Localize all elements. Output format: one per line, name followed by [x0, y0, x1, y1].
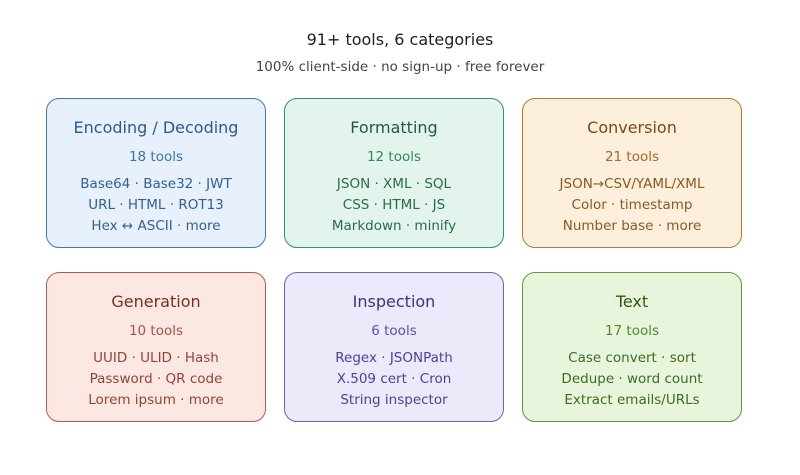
card-tool-list: JSON · XML · SQL CSS · HTML · JS Markdow… [285, 174, 503, 237]
card-tool-line: Extract emails/URLs [564, 392, 700, 408]
card-tool-line: CSS · HTML · JS [342, 197, 446, 213]
card-title: Inspection [352, 292, 436, 311]
card-tool-line: Base64 · Base32 · JWT [80, 176, 232, 192]
card-tool-line: URL · HTML · ROT13 [88, 197, 224, 213]
category-card-inspection[interactable]: Inspection 6 tools Regex · JSONPath X.50… [284, 272, 504, 422]
category-card-text[interactable]: Text 17 tools Case convert · sort Dedupe… [522, 272, 742, 422]
page-subtitle: 100% client-side · no sign-up · free for… [255, 59, 545, 75]
card-tool-line: Markdown · minify [331, 218, 457, 234]
card-tool-line: JSON · XML · SQL [336, 176, 452, 192]
card-title: Formatting [350, 118, 438, 137]
card-tool-count: 21 tools [604, 149, 660, 165]
card-tool-line: UUID · ULID · Hash [93, 350, 219, 366]
category-card-formatting[interactable]: Formatting 12 tools JSON · XML · SQL CSS… [284, 98, 504, 248]
card-tool-list: JSON→CSV/YAML/XML Color · timestamp Numb… [523, 174, 741, 237]
card-tool-count: 17 tools [604, 323, 660, 339]
card-title: Generation [111, 292, 201, 311]
card-tool-line: Case convert · sort [568, 350, 696, 366]
card-tool-list: Base64 · Base32 · JWT URL · HTML · ROT13… [47, 174, 265, 237]
card-tool-list: Case convert · sort Dedupe · word count … [523, 348, 741, 411]
category-card-generation[interactable]: Generation 10 tools UUID · ULID · Hash P… [46, 272, 266, 422]
card-tool-line: Color · timestamp [571, 197, 693, 213]
card-tool-line: Number base · more [562, 218, 702, 234]
card-title: Encoding / Decoding [73, 118, 239, 137]
card-tool-line: Lorem ipsum · more [88, 392, 224, 408]
page-title: 91+ tools, 6 categories [306, 30, 494, 49]
card-title: Conversion [587, 118, 677, 137]
card-tool-line: Password · QR code [89, 371, 223, 387]
card-tool-line: Hex ↔ ASCII · more [91, 218, 221, 234]
card-tool-count: 6 tools [371, 323, 417, 339]
card-tool-line: JSON→CSV/YAML/XML [559, 176, 705, 192]
category-card-encoding-decoding[interactable]: Encoding / Decoding 18 tools Base64 · Ba… [46, 98, 266, 248]
card-tool-list: UUID · ULID · Hash Password · QR code Lo… [47, 348, 265, 411]
card-tool-line: String inspector [340, 392, 448, 408]
category-card-conversion[interactable]: Conversion 21 tools JSON→CSV/YAML/XML Co… [522, 98, 742, 248]
card-tool-line: Dedupe · word count [561, 371, 703, 387]
card-tool-count: 12 tools [366, 149, 422, 165]
card-tool-line: X.509 cert · Cron [336, 371, 452, 387]
card-title: Text [615, 292, 649, 311]
card-tool-count: 18 tools [128, 149, 184, 165]
card-tool-count: 10 tools [128, 323, 184, 339]
card-tool-line: Regex · JSONPath [335, 350, 453, 366]
card-tool-list: Regex · JSONPath X.509 cert · Cron Strin… [285, 348, 503, 411]
